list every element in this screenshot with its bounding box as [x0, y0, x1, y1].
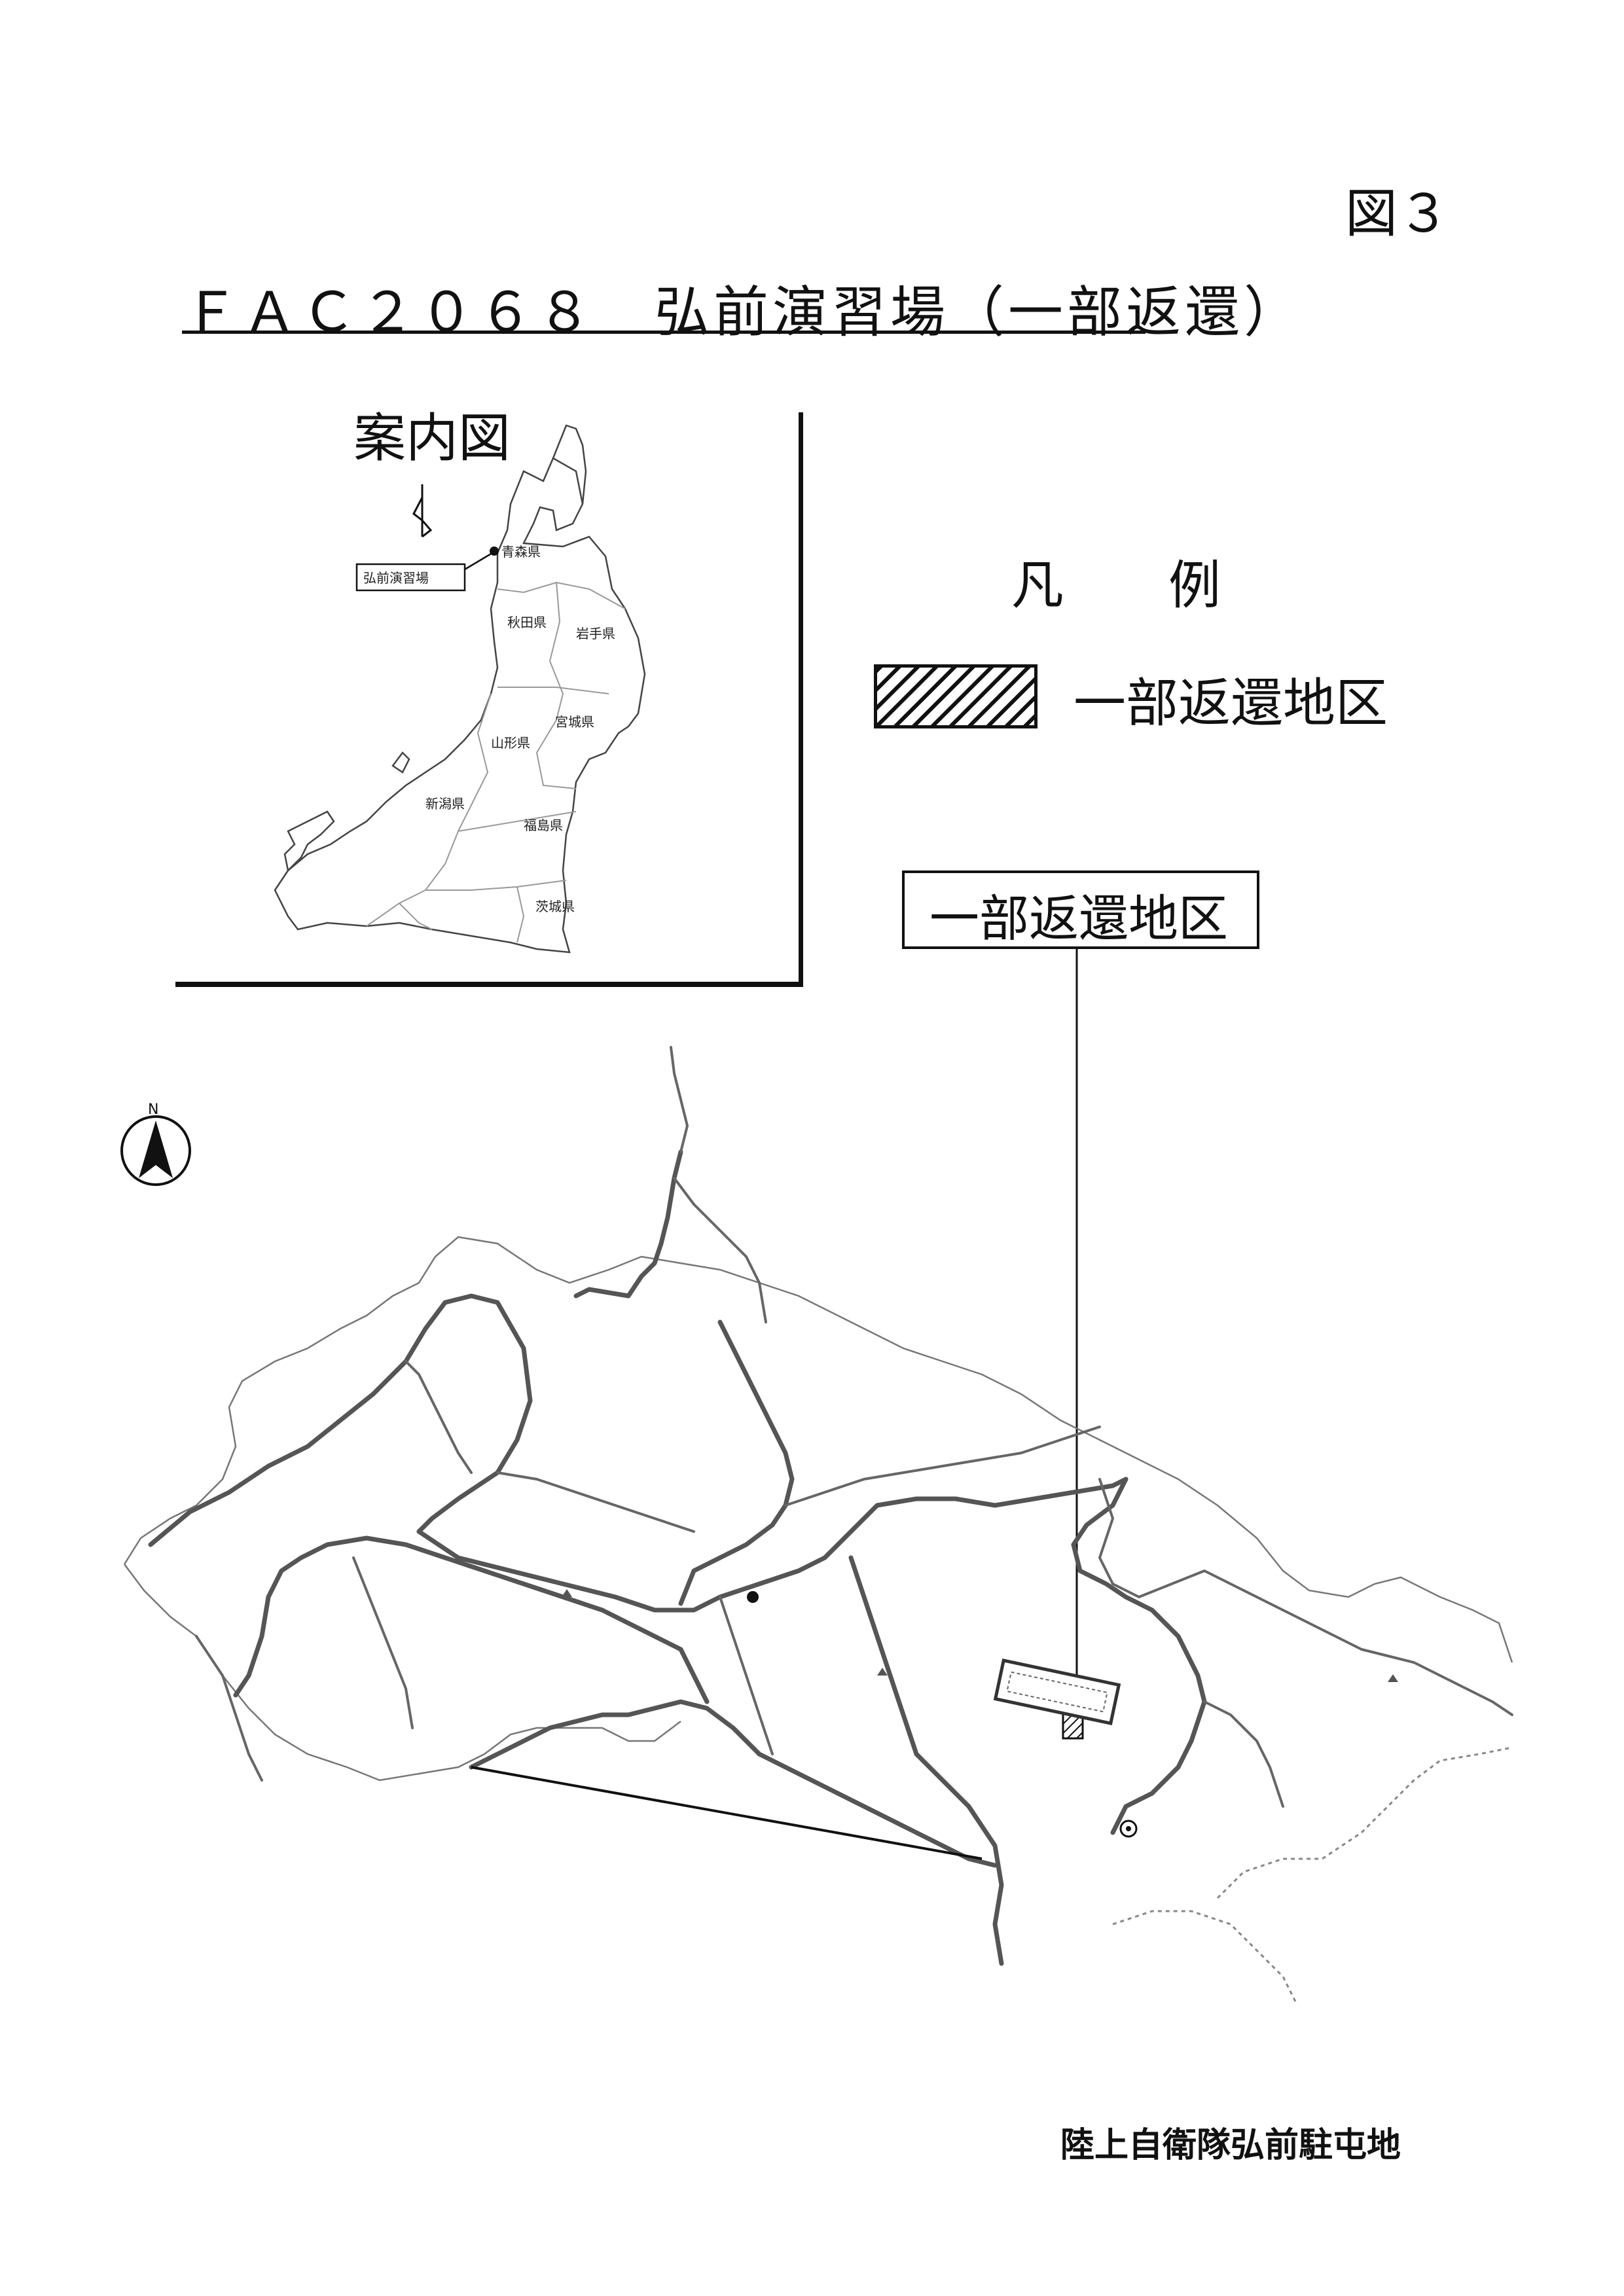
legend-hatch-swatch [874, 664, 1038, 728]
north-arrow-icon [412, 484, 433, 538]
inset-callout-leader [464, 552, 493, 571]
inset-callout-box [355, 563, 466, 592]
border-akita-iwate [549, 582, 564, 721]
border-ibaraki [516, 886, 525, 943]
road-west-branch [405, 1360, 473, 1474]
footer-organization: 陸上自衛隊弘前駐屯地 [1060, 2126, 1401, 2165]
main-road-loop-central [678, 1319, 795, 1606]
main-road-west-loop [148, 1293, 533, 1547]
landmark-dot [747, 1591, 759, 1603]
callout-box [902, 870, 1259, 949]
oga-islet [391, 751, 410, 774]
returned-area-parcel [1062, 1712, 1084, 1740]
range-facility [993, 1658, 1121, 1726]
pref-label-miyagi: 宮城県 [555, 714, 594, 730]
border-yamagata-west [458, 693, 492, 832]
inset-frame-bottom [175, 982, 803, 987]
pref-label-akita: 秋田県 [507, 615, 547, 630]
summit-icon [877, 1668, 888, 1676]
station-icon [1119, 1820, 1138, 1838]
title-underline [182, 331, 1146, 334]
figure-number: 図３ [1345, 183, 1450, 244]
border-aomori [497, 581, 626, 609]
pref-label-yamagata: 山形県 [491, 735, 530, 751]
road-north-exit [670, 1046, 689, 1153]
inset-map-title: 案内図 [353, 408, 511, 469]
tohoku-outline [274, 457, 646, 954]
main-road-southwest [233, 1535, 710, 1704]
pref-label-niigata: 新潟県 [425, 796, 465, 812]
range-facility-inner [1006, 1671, 1108, 1713]
shimokita-peninsula [552, 424, 587, 505]
border-fukushima-north [458, 811, 577, 832]
inset-callout-label: 弘前演習場 [363, 570, 429, 586]
training-area-boundary [123, 1236, 1513, 1663]
callout-label: 一部返還地区 [929, 889, 1228, 948]
border-gunma [399, 903, 433, 930]
road-central-south [719, 1596, 774, 1755]
road-east-branch [784, 1426, 1101, 1507]
road-east-south [1203, 1700, 1284, 1808]
training-area-map [123, 1046, 1513, 2003]
road-sw-inner [352, 1556, 414, 1729]
border-fukushima-south [425, 880, 567, 891]
svg-text:N: N [148, 1102, 158, 1118]
pref-label-aomori: 青森県 [501, 544, 541, 560]
main-road-east [1071, 1477, 1207, 1835]
legend-title: 凡 例 [1011, 555, 1221, 616]
summit-icon [1388, 1674, 1398, 1682]
road-cross-central [496, 1471, 695, 1533]
pref-label-fukushima: 福島県 [524, 817, 563, 833]
border-niigata [366, 831, 459, 927]
border-miyagi-yamagata [535, 719, 577, 789]
main-road-north-south [573, 1149, 683, 1299]
summit-icon [562, 1589, 572, 1597]
border-miyagi-north [497, 687, 609, 694]
main-road-central [416, 1477, 1128, 1613]
inset-frame-right [799, 412, 803, 987]
pref-label-ibaraki: 茨城県 [535, 899, 575, 914]
legend-label: 一部返還地区 [1074, 673, 1388, 734]
north-arrow-icon: N [120, 1102, 191, 1186]
sado-island [283, 810, 335, 872]
main-road-southeast [848, 1555, 1004, 1966]
main-road-south [469, 1699, 998, 1868]
river-dotted-south [1112, 1910, 1297, 2003]
hirosaki-location-marker [490, 547, 499, 556]
road-north-branch [673, 1177, 767, 1323]
road-winding-east [1098, 1478, 1258, 1598]
training-area-south-boundary [124, 1564, 681, 1782]
road-southwest-spur [195, 1635, 263, 1782]
inset-map [274, 424, 646, 954]
river-dotted [1216, 1746, 1513, 1899]
boundary-line [471, 1766, 983, 1860]
road-far-east [1255, 1596, 1513, 1716]
pref-label-iwate: 岩手県 [576, 626, 615, 641]
